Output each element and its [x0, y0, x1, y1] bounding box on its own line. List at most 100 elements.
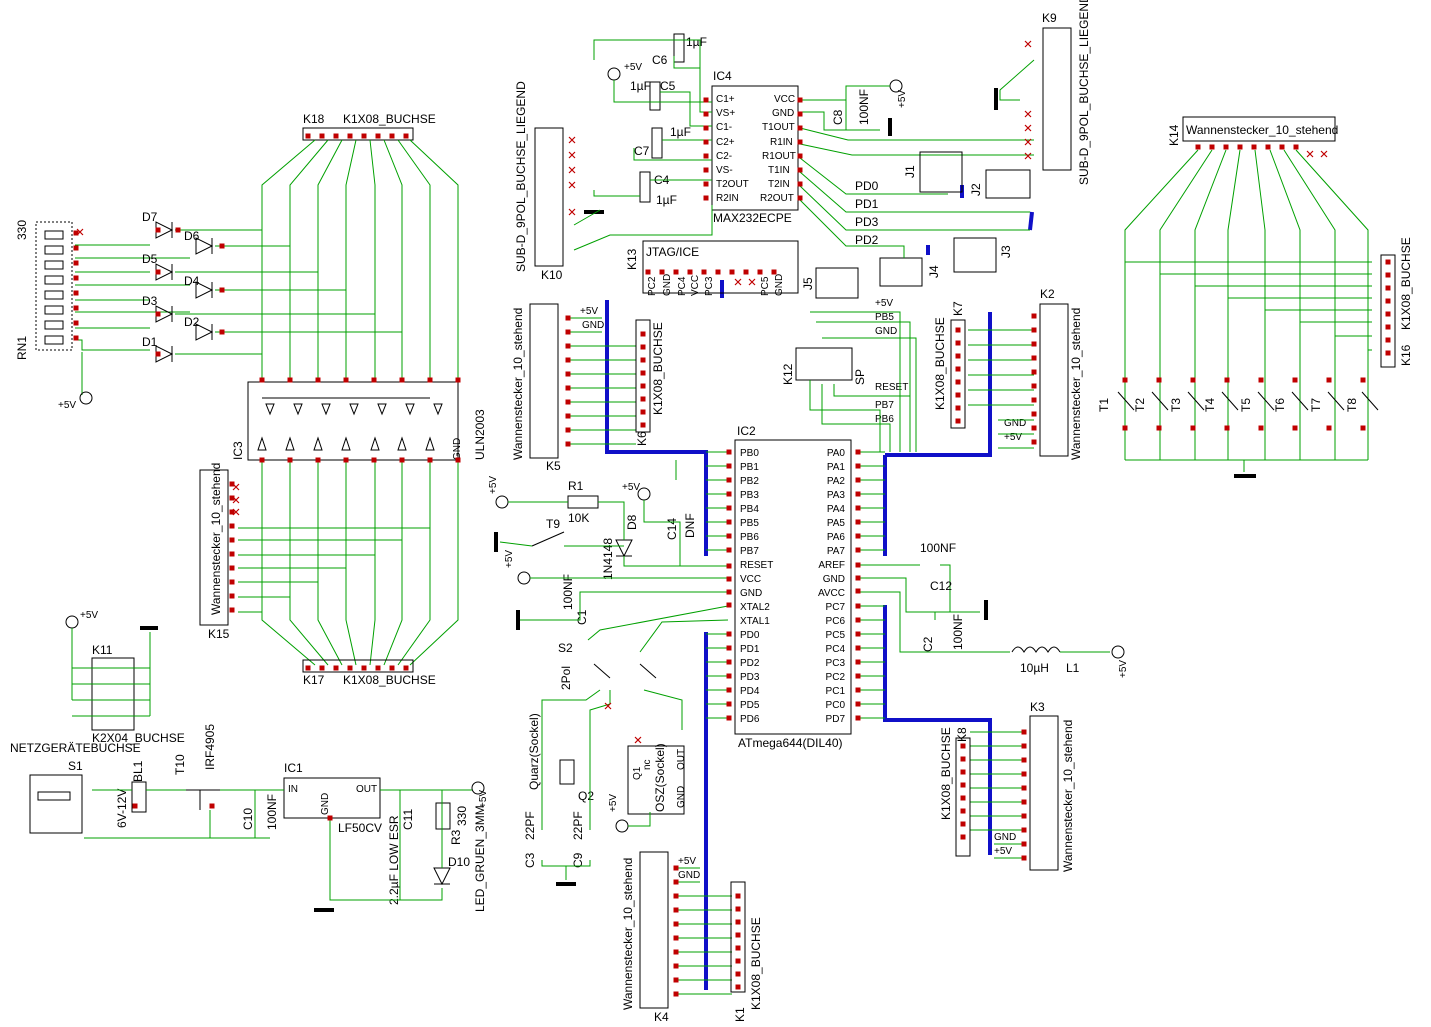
- pin-pad: [1360, 425, 1366, 431]
- k18-wires: [261, 139, 459, 380]
- pin-pad: [726, 659, 732, 665]
- k14-wires: [1124, 149, 1372, 472]
- pin-pad: [1156, 425, 1162, 431]
- switch-t2: T2: [1133, 398, 1147, 412]
- ic4-capacitors: C6 1µF C5 1µF C7 1µF C4 1µF C8 100NF +5V…: [584, 33, 908, 214]
- pin-pad: [955, 327, 961, 333]
- pin-pad: [855, 687, 861, 693]
- pin-pad: [1031, 355, 1037, 361]
- pin-pad: [673, 977, 679, 983]
- ic2-pin: PD5: [740, 700, 760, 711]
- reset-c1-value: 100NF: [561, 574, 575, 610]
- pin-pad: [640, 357, 646, 363]
- pin-pad: [735, 984, 741, 990]
- cap-c4-value: 1µF: [656, 193, 677, 207]
- k2-gnd: GND: [1004, 418, 1026, 429]
- pin-pad: [645, 269, 651, 275]
- pin-pad: [427, 377, 433, 383]
- power-bl1-ref: BL1: [131, 760, 145, 782]
- ic2-pin: PB7: [740, 546, 759, 557]
- pin-pad: [1031, 313, 1037, 319]
- k13-jtag: K13 JTAG/ICE PC2 GND PC4 VCC PC3 PC5 GND: [625, 240, 799, 296]
- cap-supply-right: +5V: [897, 90, 908, 108]
- nc-markers: [76, 40, 1328, 744]
- ic4-max232: IC4 MAX232ECPE C1+ VS+ C1- C2+ C2- VS- T…: [711, 69, 799, 225]
- pin-pad: [726, 477, 732, 483]
- pin-pad: [333, 665, 339, 671]
- pin-pad: [229, 523, 235, 529]
- pin-pad: [960, 756, 966, 762]
- pin-pad: [1021, 827, 1027, 833]
- pin-pad: [673, 963, 679, 969]
- pin-pad: [1021, 771, 1027, 777]
- k13-pin-pc3: PC3: [704, 276, 715, 296]
- clock-osc-label: OSZ(Sockel): [653, 743, 667, 812]
- jumpers: J1 J2 J3 J4 J5 PD0 PD1 PD3 PD2: [799, 151, 1031, 299]
- pin-pad: [729, 269, 735, 275]
- k6-connector: K6 K1X08_BUCHSE: [635, 319, 665, 446]
- pin-pad: [757, 269, 763, 275]
- k8-connector: K8 K1X08_BUCHSE: [939, 727, 971, 857]
- pin-pad: [735, 893, 741, 899]
- k3-part: Wannenstecker_10_stehend: [1061, 720, 1075, 872]
- k16-ref: K16: [1399, 344, 1413, 366]
- power-out-supply: +5V: [478, 790, 489, 808]
- cap-c6-value: 1µF: [686, 35, 707, 49]
- ic2-pin: PD2: [740, 658, 760, 669]
- pin-pad: [73, 290, 79, 296]
- pin-pad: [855, 617, 861, 623]
- pin-pad: [155, 269, 161, 275]
- pin-pad: [960, 808, 966, 814]
- ic2-pin: PA5: [827, 518, 846, 529]
- clock-osc-vcc: +5V: [608, 794, 619, 812]
- pin-pad: [565, 371, 571, 377]
- k8-part: K1X08_BUCHSE: [939, 727, 953, 820]
- pin-pad: [565, 413, 571, 419]
- jumper-pd1: PD1: [855, 197, 879, 211]
- pin-pad: [315, 377, 321, 383]
- ic2-pin: VCC: [740, 574, 761, 585]
- pin-pad: [797, 139, 803, 145]
- power-d10-part: LED_GRUEN_3MM: [473, 805, 487, 912]
- k15-wires: [238, 460, 459, 666]
- power-c11-ref: C11: [401, 809, 415, 830]
- pin-pad: [726, 673, 732, 679]
- k13-pin-vcc: VCC: [690, 275, 701, 296]
- cap-supply-left: +5V: [624, 62, 642, 73]
- pin-pad: [1224, 377, 1230, 383]
- clock-q1-ref: Q1: [632, 766, 643, 780]
- k13-part: JTAG/ICE: [646, 245, 699, 259]
- pin-pad: [1360, 377, 1366, 383]
- pin-pad: [229, 537, 235, 543]
- pin-pad: [726, 563, 732, 569]
- pin-pad: [565, 329, 571, 335]
- reset-supply-vcc: +5V: [504, 550, 515, 568]
- k11-supply: +5V: [80, 610, 98, 621]
- pin-pad: [155, 351, 161, 357]
- analog-supply: 100NF C12 C2 100NF 10µH L1 +5V: [920, 541, 1129, 678]
- pin-pad: [175, 227, 181, 233]
- pin-pad: [73, 275, 79, 281]
- pin-pad: [640, 331, 646, 337]
- pin-pad: [771, 269, 777, 275]
- ic2-pin: PA6: [827, 532, 846, 543]
- k6-ref: K6: [635, 431, 649, 446]
- ic2-pin: RESET: [740, 560, 773, 571]
- no-connect-marker: [734, 278, 742, 286]
- pin-pad: [673, 893, 679, 899]
- pin-pad: [229, 565, 235, 571]
- ic3-part: ULN2003: [473, 409, 487, 460]
- pin-pad: [565, 357, 571, 363]
- reset-r1-value: 10K: [568, 511, 589, 525]
- k2-ref: K2: [1040, 287, 1055, 301]
- pin-pad: [327, 815, 333, 821]
- pin-pad: [375, 133, 381, 139]
- ic4-ref: IC4: [713, 69, 732, 83]
- pin-pad: [1223, 144, 1229, 150]
- pin-pad: [673, 949, 679, 955]
- pin-pad: [1031, 397, 1037, 403]
- k10-connector: SUB-D_9POL_BUCHSE_LIEGEND K10: [514, 81, 713, 282]
- k1-part: K1X08_BUCHSE: [749, 917, 763, 1010]
- pin-pad: [855, 645, 861, 651]
